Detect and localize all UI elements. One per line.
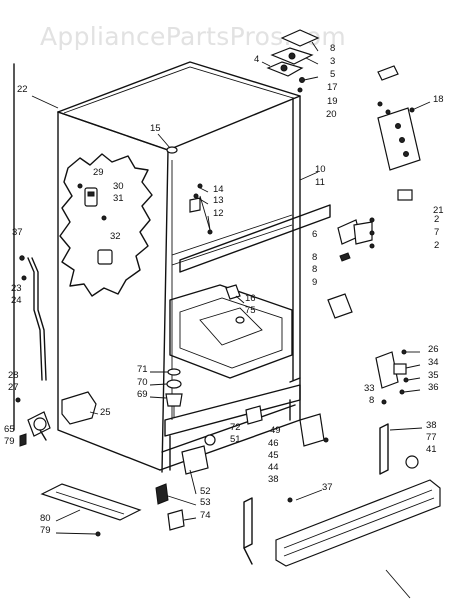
leader-lines	[31, 41, 431, 535]
callout-p18: 18	[433, 94, 444, 105]
callout-p41: 41	[426, 444, 437, 455]
callout-p44: 44	[268, 462, 279, 473]
callout-p15: 15	[150, 123, 161, 134]
leveler-parts-right	[405, 455, 419, 469]
bottom-left-rail	[40, 483, 142, 537]
callout-p16: 16	[245, 293, 256, 304]
callout-p8b: 8	[312, 252, 317, 263]
callout-p22: 22	[17, 84, 28, 95]
callout-p7: 7	[434, 227, 439, 238]
bottom-brackets	[243, 423, 389, 565]
callout-p46: 46	[268, 438, 279, 449]
callout-p9: 9	[312, 277, 317, 288]
callout-p51: 51	[230, 434, 241, 445]
insulation-clips	[77, 183, 113, 265]
drain-fittings	[225, 284, 245, 324]
callout-p6: 6	[312, 229, 317, 240]
toe-grille	[275, 479, 441, 567]
callout-p71: 71	[137, 364, 148, 375]
callout-p70: 70	[137, 377, 148, 388]
callout-p36: 36	[428, 382, 439, 393]
edge-line	[385, 569, 411, 599]
callout-p37b: 37	[322, 482, 333, 493]
callout-p30: 30	[113, 181, 124, 192]
callout-p4: 4	[254, 54, 259, 65]
callout-p14: 14	[213, 184, 224, 195]
right-bottom-bracket	[375, 349, 409, 405]
callout-p74: 74	[200, 510, 211, 521]
thermostat-parts	[189, 183, 213, 235]
callout-p2a: 2	[434, 214, 439, 225]
callout-p72: 72	[230, 422, 241, 433]
callout-p35: 35	[428, 370, 439, 381]
callout-p38b: 38	[268, 474, 279, 485]
callout-p10: 10	[315, 164, 326, 175]
callout-p8c: 8	[312, 264, 317, 275]
callout-p45: 45	[268, 450, 279, 461]
cabinet-shell	[57, 61, 331, 473]
top-hinge-assembly	[266, 29, 320, 93]
callout-p12: 12	[213, 208, 224, 219]
drain-valve-parts	[165, 368, 183, 418]
callout-p25: 25	[100, 407, 111, 418]
plug-15	[166, 146, 178, 154]
middle-hinge-hardware	[327, 217, 375, 319]
pad-25	[61, 391, 97, 425]
callout-p29: 29	[93, 167, 104, 178]
callout-p13: 13	[213, 195, 224, 206]
callout-p52: 52	[200, 486, 211, 497]
callout-p5: 5	[330, 69, 335, 80]
callout-p2b: 2	[434, 240, 439, 251]
callout-p75: 75	[245, 305, 256, 316]
callout-p34: 34	[428, 357, 439, 368]
callout-p28: 28	[8, 370, 19, 381]
callout-p23: 23	[11, 283, 22, 294]
callout-p80: 80	[40, 513, 51, 524]
callout-p24: 24	[11, 295, 22, 306]
callout-p38a: 38	[426, 420, 437, 431]
callout-p53: 53	[200, 497, 211, 508]
callout-p8d: 8	[369, 395, 374, 406]
callout-p31: 31	[113, 193, 124, 204]
callout-p33: 33	[364, 383, 375, 394]
callout-p26: 26	[428, 344, 439, 355]
hinge-bracket-right	[377, 65, 421, 201]
callout-p37a: 37	[12, 227, 23, 238]
callout-p49: 49	[270, 425, 281, 436]
callout-p20: 20	[326, 109, 337, 120]
left-drain-tube	[19, 255, 47, 381]
callout-p79a: 79	[4, 436, 15, 447]
bottom-center-parts	[155, 434, 216, 531]
callout-p3: 3	[330, 56, 335, 67]
callout-p32: 32	[110, 231, 121, 242]
callout-p19: 19	[327, 96, 338, 107]
callout-p8a: 8	[330, 43, 335, 54]
callout-p69: 69	[137, 389, 148, 400]
callout-p21: 21	[433, 205, 444, 216]
callout-p17: 17	[327, 82, 338, 93]
callout-p77: 77	[426, 432, 437, 443]
rear-bracket	[245, 405, 329, 447]
callout-p79b: 79	[40, 525, 51, 536]
leveling-foot-left	[15, 397, 51, 447]
callout-p11: 11	[315, 177, 325, 188]
callout-p27: 27	[8, 382, 19, 393]
insulation-patch	[59, 153, 153, 297]
callout-p65: 65	[4, 424, 15, 435]
